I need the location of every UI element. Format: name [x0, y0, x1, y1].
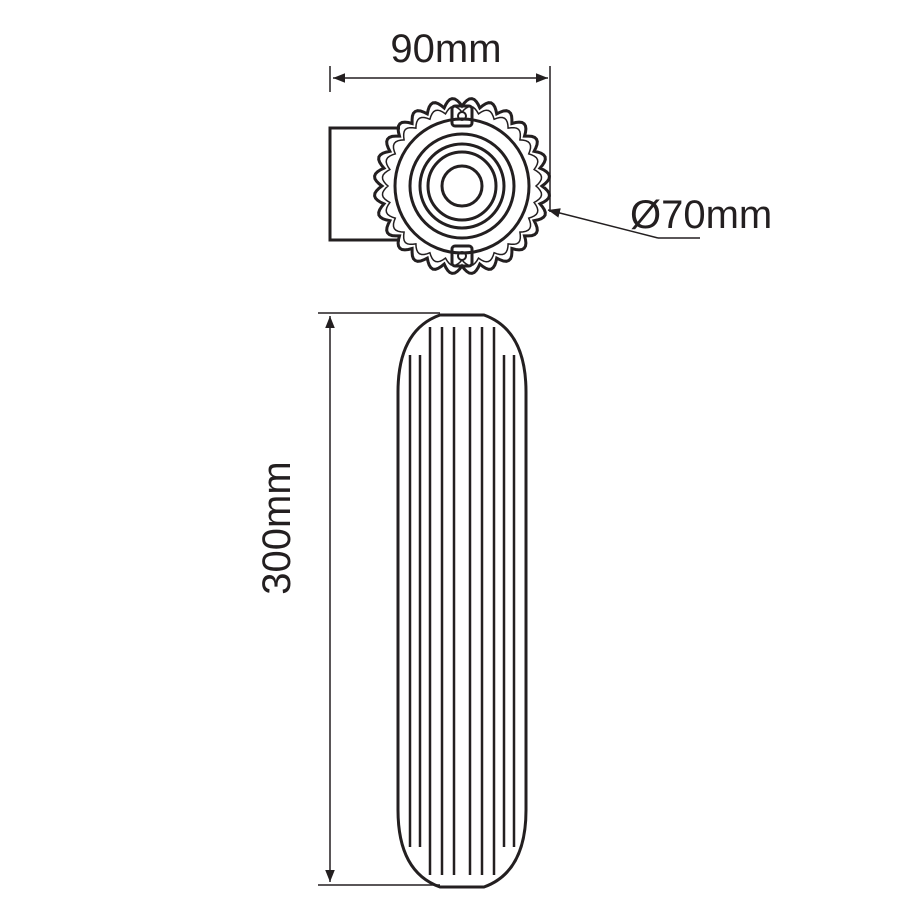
height-label: 300mm [255, 461, 299, 594]
diameter-leader-line [547, 208, 659, 239]
fluted-outer-ring [373, 97, 551, 275]
fluted-inner-ring [381, 105, 543, 267]
width-label: 90mm [390, 27, 501, 71]
inner-ring-2 [408, 132, 516, 240]
lamp-center [440, 164, 484, 208]
inner-ring-1 [393, 117, 531, 255]
inner-ring-4 [426, 150, 498, 222]
top-view: 90mm Ø70mm [328, 27, 772, 275]
screw-tab-top [450, 104, 474, 128]
mounting-bracket [328, 126, 400, 242]
diameter-label: Ø70mm [630, 193, 772, 237]
fluted-tube-body [396, 313, 528, 889]
screw-tab-bottom [450, 244, 474, 268]
inner-ring-3 [418, 142, 506, 230]
tube-flutes [408, 327, 516, 875]
side-view: 300mm [255, 312, 528, 889]
